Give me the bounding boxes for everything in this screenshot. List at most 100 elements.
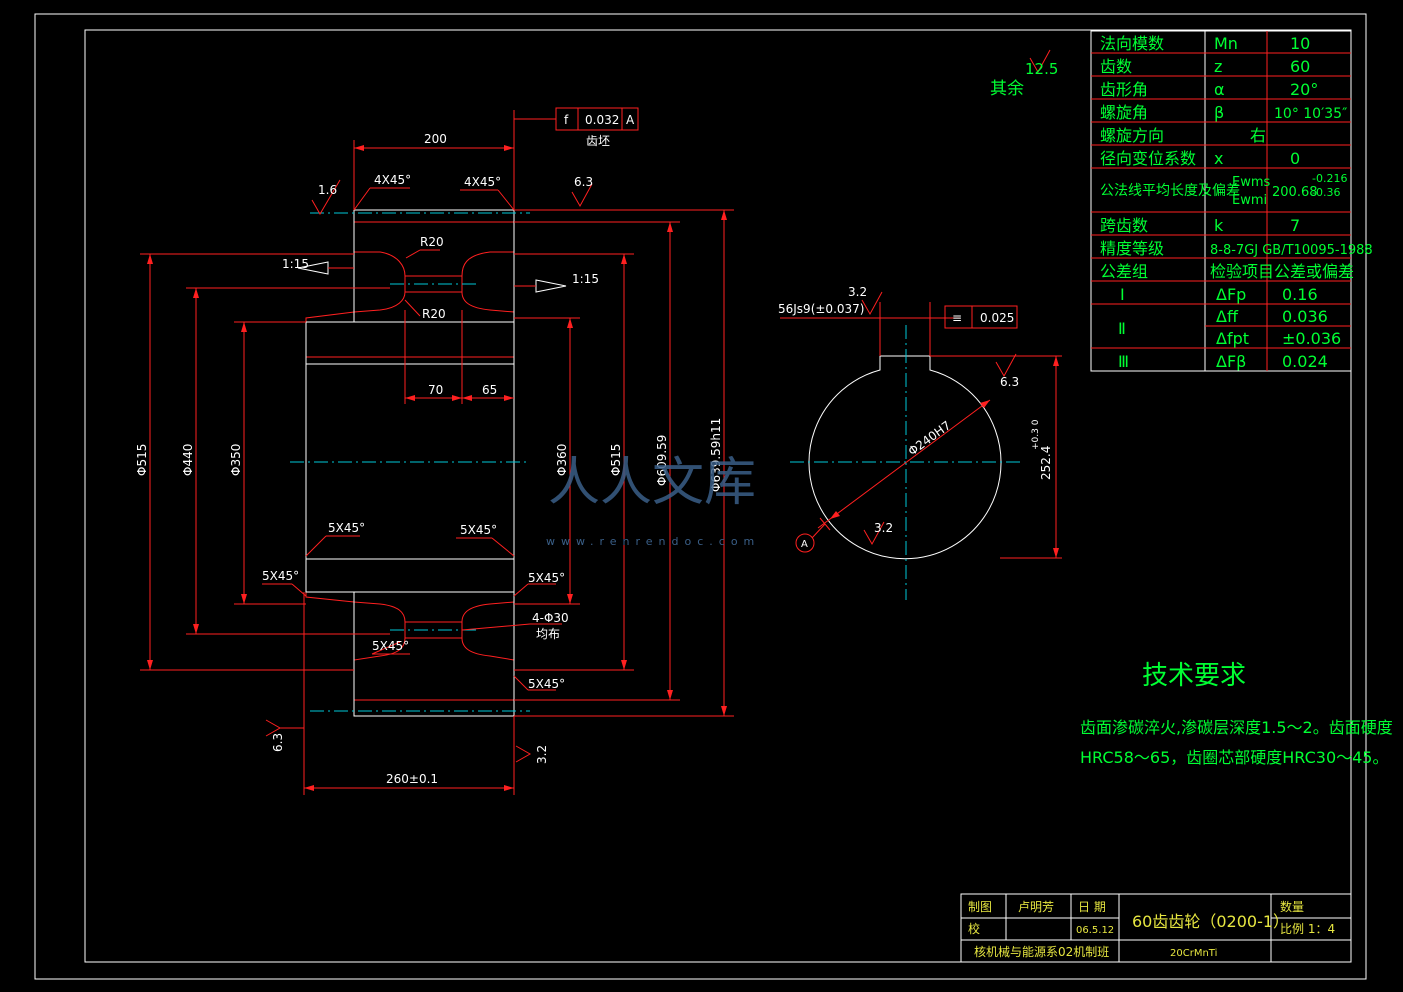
param-val: 10° 10′35″	[1274, 106, 1347, 122]
roughness-label-6.3b: 6.3	[271, 733, 285, 752]
k-val: 7	[1290, 216, 1300, 235]
runout-datum: A	[626, 113, 635, 127]
accuracy-name: 精度等级	[1100, 239, 1164, 258]
watermark-url: www.renrendoc.com	[546, 535, 760, 548]
datum-a-label: A	[801, 539, 808, 550]
param-name: 径向变位系数	[1100, 149, 1196, 168]
param-val: 0	[1290, 149, 1300, 168]
param-name: 法向模数	[1100, 34, 1164, 53]
wk-lower-dev: -0.36	[1312, 186, 1340, 199]
roughness-label-3.2b: 3.2	[874, 521, 893, 535]
tb-date: 06.5.12	[1076, 925, 1114, 936]
parameter-table-grid	[1090, 30, 1352, 372]
roughness-3.2-face	[863, 521, 885, 546]
tol-val: ±0.036	[1282, 329, 1341, 348]
tb-scale: 比例 1：4	[1280, 922, 1335, 936]
param-val: 60	[1290, 57, 1310, 76]
param-name: 齿形角	[1100, 80, 1148, 99]
roughness-6.3-bore	[995, 353, 1017, 378]
param-name: 齿数	[1100, 57, 1132, 76]
roughness-label-1.6: 1.6	[318, 183, 337, 197]
tb-drawer: 卢明芳	[1018, 899, 1054, 914]
dim-360-label: Φ360	[555, 444, 569, 476]
tol-group: Ⅱ	[1118, 319, 1126, 338]
sheet-inner-border	[84, 29, 1352, 963]
dim-350-label: Φ350	[229, 444, 243, 476]
accuracy-val: 8-8-7GJ GB/T10095-1988	[1210, 243, 1373, 258]
chamfer-5x45-d: 5X45°	[528, 571, 565, 585]
roughness-3.2-bottom	[515, 745, 532, 763]
taper-left-label: 1:15	[282, 257, 309, 271]
k-name: 跨齿数	[1100, 216, 1148, 235]
tol-val: 0.024	[1282, 352, 1328, 371]
tol-val: 0.036	[1282, 307, 1328, 326]
datum-a-circle	[795, 533, 815, 553]
tol-header-val: 检验项目公差或偏差	[1210, 262, 1354, 281]
roughness-3.2-key	[861, 291, 883, 316]
gear-section-view	[140, 107, 734, 795]
param-val: 右	[1250, 126, 1266, 145]
lower-rim-section	[305, 558, 515, 701]
bore-with-keyway	[808, 355, 1002, 560]
roughness-1.6	[311, 179, 341, 215]
tb-qty-label: 数量	[1280, 899, 1304, 914]
title-block-grid	[960, 893, 1352, 963]
tb-date-label: 日 期	[1078, 900, 1106, 914]
roughness-label-6.3a: 6.3	[574, 175, 593, 189]
hub-dim-label: 252.4	[1039, 446, 1053, 480]
dim-200-label: 200	[424, 132, 447, 146]
tb-school: 核机械与能源系02机制班	[974, 944, 1109, 959]
param-sym: β	[1214, 103, 1224, 122]
tech-title: 技术要求	[1142, 661, 1246, 691]
roughness-rest-value: 12.5	[1025, 60, 1058, 78]
param-val: 20°	[1290, 80, 1318, 99]
holes-label: 4-Φ30	[532, 611, 569, 625]
wk-upper-dev: -0.216	[1312, 172, 1347, 185]
fillet-r20-bottom: R20	[422, 307, 446, 321]
dim-260-label: 260±0.1	[386, 772, 438, 786]
chamfer-5x45-b: 5X45°	[460, 523, 497, 537]
upper-rim-section	[305, 221, 515, 358]
param-name: 螺旋角	[1100, 103, 1148, 122]
wk-value: 200.68	[1272, 185, 1318, 200]
dim-515-right-label: Φ515	[609, 444, 623, 476]
tol-group: Ⅰ	[1120, 285, 1125, 304]
dim-639-label: Φ639.59h11	[709, 418, 723, 492]
roughness-label-3.2a: 3.2	[535, 745, 549, 764]
roughness-label-3.2-key: 3.2	[848, 285, 867, 299]
roughness-rest-symbol	[1029, 49, 1051, 74]
wk-name: 公法线平均长度及偏差	[1100, 183, 1240, 199]
dim-70-label: 70	[428, 383, 443, 397]
tech-line-1: 齿面渗碳淬火,渗碳层深度1.5～2。齿面硬度	[1080, 718, 1393, 737]
tb-material: 20CrMnTi	[1170, 948, 1217, 959]
bore-diameter-label: Φ240H7	[906, 418, 954, 458]
wk-sym-upper: Ewms	[1232, 175, 1271, 190]
dim-440-label: Φ440	[181, 444, 195, 476]
watermark-main: 人人文库	[548, 453, 756, 513]
tb-part-name: 60齿齿轮（0200-1）	[1132, 912, 1289, 931]
chamfer-5x45-f: 5X45°	[528, 677, 565, 691]
param-sym: x	[1214, 149, 1223, 168]
param-sym: Mn	[1214, 34, 1238, 53]
tol-item: ΔFβ	[1216, 352, 1246, 371]
chamfer-label-1: 4X45°	[374, 173, 411, 187]
fillet-r20-top: R20	[420, 235, 444, 249]
gear-end-view	[780, 49, 1062, 600]
tol-item: Δfpt	[1216, 329, 1249, 348]
roughness-6.3-top	[571, 183, 593, 208]
param-val: 10	[1290, 34, 1310, 53]
chamfer-5x45-a: 5X45°	[328, 521, 365, 535]
runout-note: 齿坯	[586, 134, 610, 148]
runout-symbol: f	[564, 113, 569, 127]
chamfer-5x45-c: 5X45°	[262, 569, 299, 583]
hub-dim-tolerance: +0.3 0	[1031, 419, 1041, 450]
bore-diameter-line	[817, 399, 991, 529]
chamfer-label-2: 4X45°	[464, 175, 501, 189]
taper-right-label: 1:15	[572, 272, 599, 286]
tol-item: Δff	[1216, 307, 1239, 326]
dim-65-label: 65	[482, 383, 497, 397]
k-sym: k	[1214, 216, 1224, 235]
runout-value: 0.032	[585, 113, 619, 127]
tol-item: ΔFp	[1216, 285, 1246, 304]
chamfer-5x45-e: 5X45°	[372, 639, 409, 653]
